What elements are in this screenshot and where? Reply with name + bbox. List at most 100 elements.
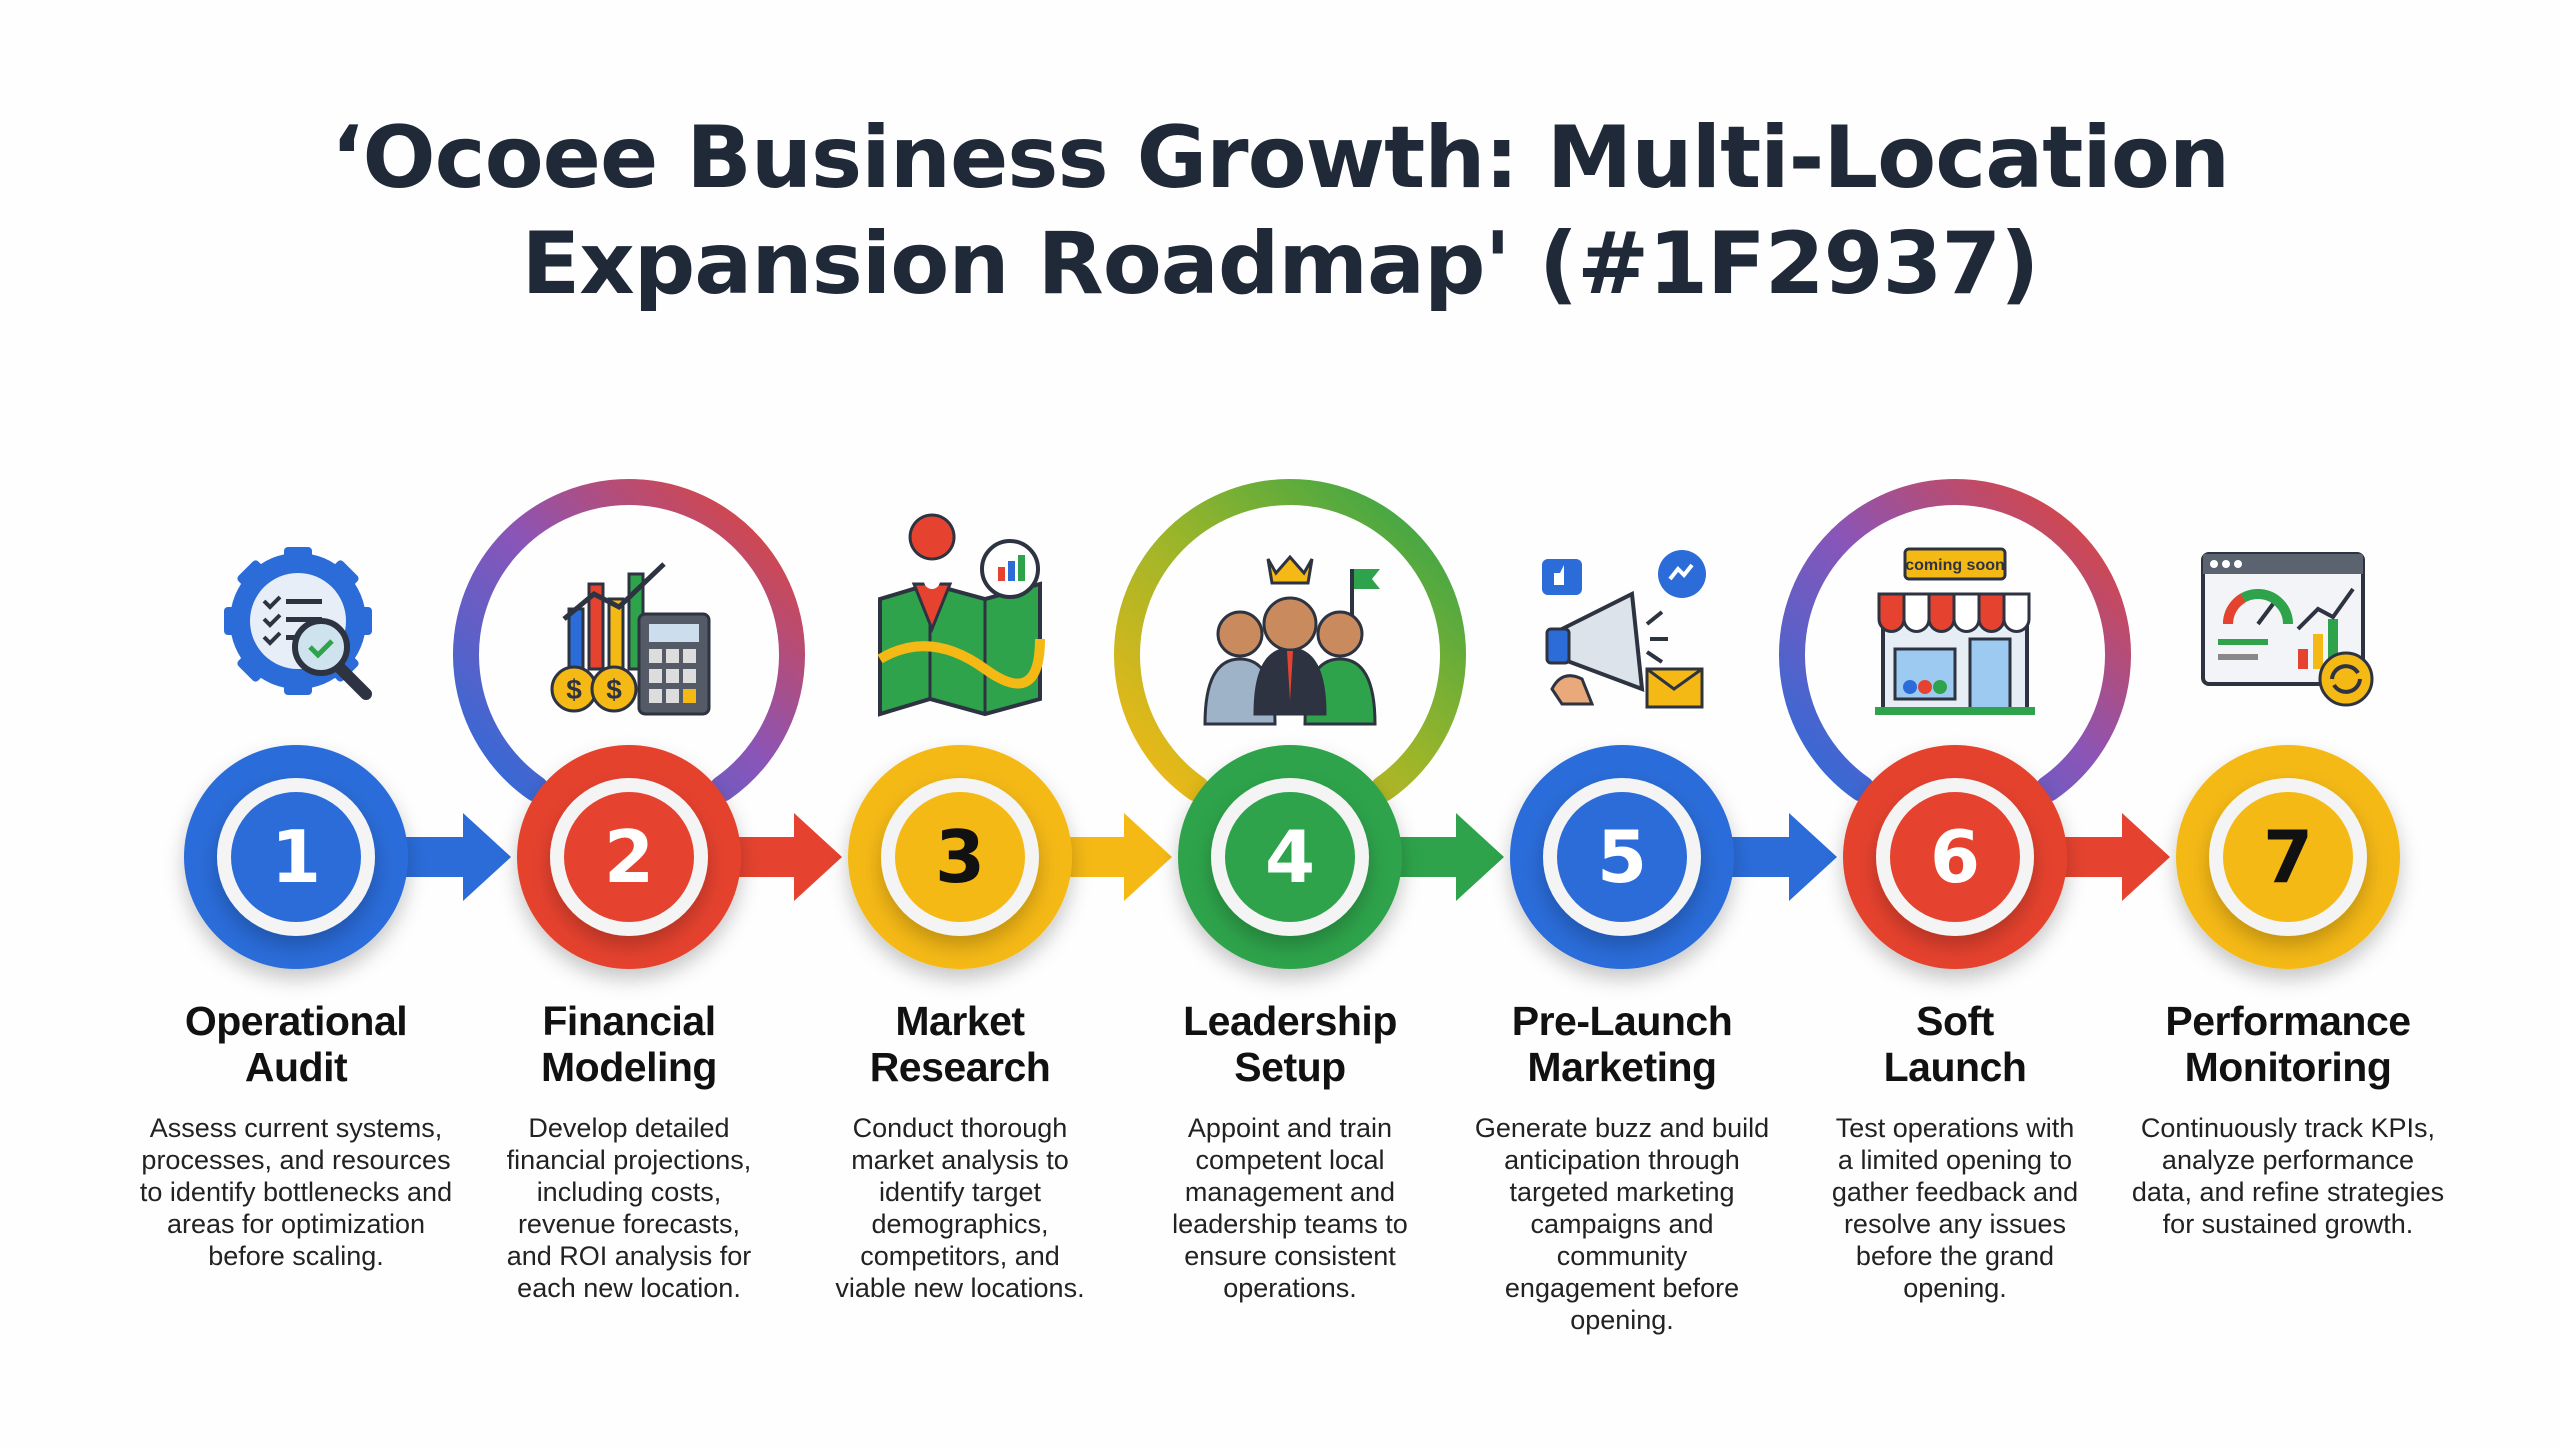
svg-text:$: $: [606, 674, 622, 705]
description-line: and ROI analysis for: [506, 1241, 752, 1271]
storefront-coming-soon-icon: coming soon: [1875, 547, 2035, 715]
description-line: targeted marketing: [1509, 1177, 1735, 1207]
description-line: Continuously track KPIs,: [2140, 1113, 2436, 1143]
chart-calculator-coins-icon: $$: [550, 562, 711, 716]
decorative-arc: [453, 479, 805, 802]
arrow-connector: [719, 813, 842, 901]
description-line: Develop detailed: [528, 1113, 730, 1143]
description-line: opening.: [1570, 1305, 1674, 1335]
description-line: Generate buzz and build: [1474, 1113, 1770, 1143]
step-title-line: Operational: [184, 998, 408, 1044]
description-line: data, and refine strategies: [2131, 1177, 2445, 1207]
decorative-arc: [1114, 479, 1466, 802]
description-line: to identify bottlenecks and: [139, 1177, 453, 1207]
arrow-connector: [1712, 813, 1837, 901]
description-line: revenue forecasts,: [517, 1209, 741, 1239]
dashboard-gauge-refresh-icon: [2201, 552, 2374, 707]
decorative-arc: [1779, 479, 2131, 802]
megaphone-social-icon: [1542, 550, 1706, 709]
gear-checklist-magnifier-icon: [224, 547, 372, 700]
step-title-line: Modeling: [541, 1044, 717, 1090]
arrow-connector: [1050, 813, 1172, 901]
description-line: leadership teams to: [1172, 1209, 1408, 1239]
description-line: operations.: [1223, 1273, 1357, 1303]
step-1-badge: 1: [184, 745, 408, 969]
description-line: Conduct thorough: [852, 1113, 1068, 1143]
description-line: resolve any issues: [1843, 1209, 2067, 1239]
description-line: management and: [1184, 1177, 1396, 1207]
description-line: for sustained growth.: [2162, 1209, 2414, 1239]
coming-soon-sign: coming soon: [1905, 557, 2005, 574]
description-line: before the grand: [1855, 1241, 2055, 1271]
step-description: Assess current systems,processes, and re…: [126, 1112, 466, 1272]
step-title-line: Soft: [1916, 998, 1994, 1044]
step-title-line: Monitoring: [2184, 1044, 2392, 1090]
arrow-connector: [386, 813, 511, 901]
arrow-connector: [1380, 813, 1504, 901]
title-line-2: Expansion Roadmap' (#1F2937): [521, 214, 2040, 314]
step-6-badge: 6: [1843, 745, 2067, 969]
step-title-line: Marketing: [1527, 1044, 1717, 1090]
step-title-line: Market: [895, 998, 1025, 1044]
page-title: ‘Ocoee Business Growth: Multi-Location E…: [0, 105, 2560, 317]
step-3-badge: 3: [848, 745, 1072, 969]
step-title-line: Performance: [2165, 998, 2411, 1044]
description-line: competitors, and: [860, 1241, 1060, 1271]
arrow-connector: [2045, 813, 2170, 901]
description-line: campaigns and: [1530, 1209, 1714, 1239]
description-line: analyze performance: [2161, 1145, 2415, 1175]
step-number: 1: [271, 815, 321, 899]
map-pins-icon: [877, 513, 1045, 717]
description-line: Appoint and train: [1187, 1113, 1393, 1143]
step-description: Continuously track KPIs,analyze performa…: [2118, 1112, 2458, 1240]
description-line: financial projections,: [506, 1145, 752, 1175]
step-2-badge: 2: [517, 745, 741, 969]
description-line: Assess current systems,: [149, 1113, 443, 1143]
step-title-line: Setup: [1234, 1044, 1346, 1090]
step-number: 7: [2263, 815, 2313, 899]
step-title-line: Research: [869, 1044, 1051, 1090]
step-title-line: Launch: [1883, 1044, 2027, 1090]
description-line: before scaling.: [208, 1241, 384, 1271]
step-title-line: Audit: [244, 1044, 348, 1090]
description-line: each new location.: [517, 1273, 741, 1303]
description-line: areas for optimization: [166, 1209, 426, 1239]
description-line: viable new locations.: [835, 1273, 1085, 1303]
leadership-team-crown-icon: [1203, 554, 1380, 726]
description-line: engagement before: [1504, 1273, 1740, 1303]
description-line: community: [1556, 1241, 1688, 1271]
step-number: 4: [1265, 815, 1315, 899]
description-line: competent local: [1195, 1145, 1385, 1175]
step-number: 2: [604, 815, 654, 899]
step-title-line: Pre-Launch: [1511, 998, 1733, 1044]
step-number: 6: [1930, 815, 1980, 899]
description-line: ensure consistent: [1184, 1241, 1396, 1271]
description-line: Test operations with: [1835, 1113, 2075, 1143]
description-line: a limited opening to: [1837, 1145, 2073, 1175]
svg-text:$: $: [566, 674, 582, 705]
step-number: 3: [935, 815, 985, 899]
description-line: gather feedback and: [1831, 1177, 2079, 1207]
step-title-line: Financial: [542, 998, 716, 1044]
description-line: demographics,: [871, 1209, 1049, 1239]
description-line: processes, and resources: [141, 1145, 451, 1175]
step-4-badge: 4: [1178, 745, 1402, 969]
description-line: identify target: [878, 1177, 1042, 1207]
